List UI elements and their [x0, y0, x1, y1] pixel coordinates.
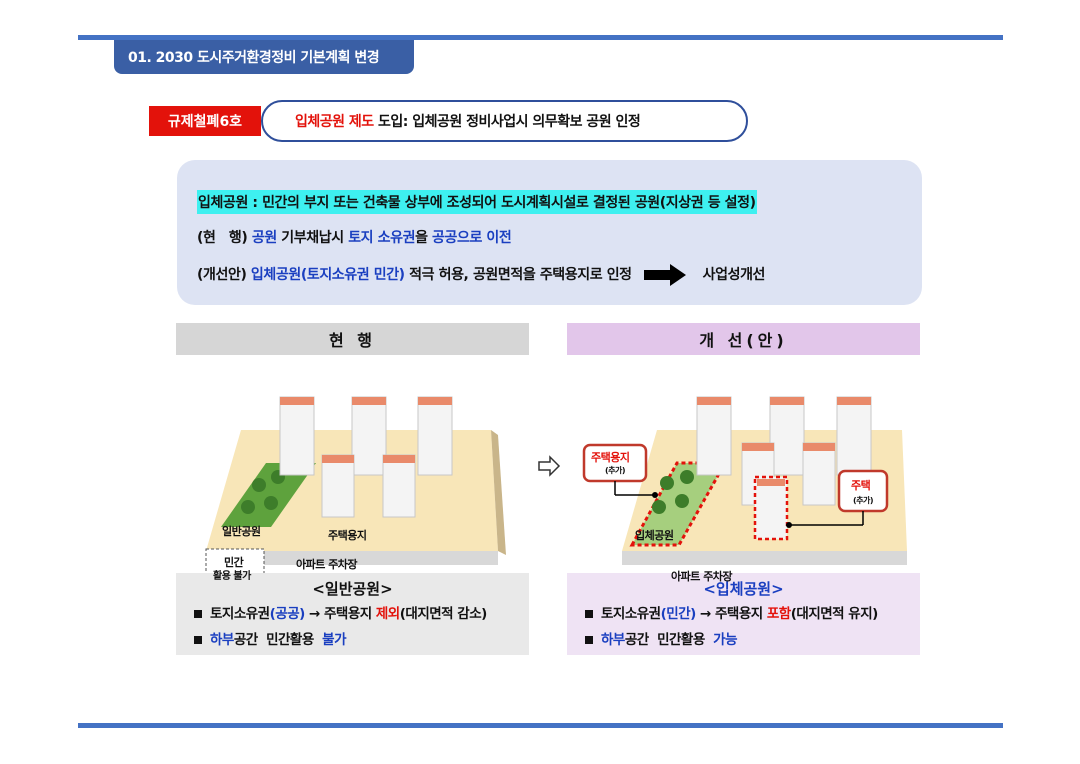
- current-line: (현 행) 공원 기부채납시 토지 소유권을 공공으로 이전: [197, 227, 512, 247]
- housing-callout-sub: (추가): [605, 466, 626, 475]
- item-text: 하부: [601, 632, 625, 648]
- current-parking-label: 아파트 주차장: [296, 558, 358, 571]
- regulation-badge: 규제철폐6호: [149, 106, 261, 136]
- item-text: 공간 민간활용: [624, 632, 714, 648]
- improved-illustration: 주택용지 (추가) 주택 (추가) 입체공원 아파트 주차장: [567, 355, 920, 583]
- current-transfer: 공공으로 이전: [432, 230, 512, 246]
- current-housing-label: 주택용지: [328, 529, 367, 542]
- improved-park: 입체공원(토지소유권 민간): [250, 267, 405, 283]
- item-text: (대지면적 감소): [399, 606, 488, 622]
- hollow-right-arrow-icon: [538, 455, 561, 477]
- improved-result: 사업성개선: [702, 267, 766, 283]
- top-rule: [78, 35, 1003, 40]
- item-text: 공간 민간활용: [233, 632, 323, 648]
- definition-line: 입체공원 : 민간의 부지 또는 건축물 상부에 조성되어 도시계획시설로 결정…: [197, 190, 757, 214]
- thick-right-arrow-icon: [644, 264, 687, 286]
- bullet-icon: [194, 636, 202, 644]
- item-text: (공공): [269, 606, 306, 622]
- item-text: → 주택용지: [695, 606, 767, 622]
- panel-improved: 개 선(안) 주택용지 (추가) 주택 (추가) 입체공원 아파트 주차장: [567, 323, 920, 655]
- current-footer-title: <일반공원>: [312, 580, 393, 598]
- bullet-icon: [585, 610, 593, 618]
- summary-box: 입체공원 : 민간의 부지 또는 건축물 상부에 조성되어 도시계획시설로 결정…: [177, 160, 922, 305]
- improved-footer-item-1: 토지소유권(민간) → 주택용지 포함(대지면적 유지): [567, 601, 920, 627]
- regulation-title-rest: 도입: 입체공원 정비사업시 의무확보 공원 인정: [373, 114, 641, 130]
- housing-callout: 주택용지: [591, 451, 630, 464]
- item-text: (민간): [660, 606, 697, 622]
- bottom-rule: [78, 723, 1003, 728]
- item-text: → 주택용지: [304, 606, 376, 622]
- item-text: (대지면적 유지): [790, 606, 879, 622]
- current-private-use-label-2: 활용 불가: [213, 571, 251, 582]
- current-site-drawing: [205, 396, 506, 573]
- current-illustration: 일반공원 주택용지 민간 활용 불가 아파트 주차장: [176, 355, 529, 582]
- item-text: 토지소유권: [601, 606, 661, 622]
- improved-label: (개선안): [197, 267, 251, 283]
- item-text: 불가: [322, 632, 347, 648]
- improved-footer-item-2: 하부공간 민간활용 가능: [567, 627, 920, 653]
- item-text: 제외: [375, 606, 400, 622]
- item-text: 포함: [766, 606, 791, 622]
- current-label: (현 행): [197, 230, 252, 246]
- item-text: 토지소유권: [210, 606, 270, 622]
- item-text: 하부: [210, 632, 234, 648]
- current-park: 공원: [251, 230, 277, 246]
- current-footer-item-1: 토지소유권(공공) → 주택용지 제외(대지면적 감소): [176, 601, 529, 627]
- current-mid: 기부채납시: [276, 230, 349, 246]
- panel-current: 현 행 일반공원 주택용지 민간 활용 불가 아파트 주차장 <일반공원> 토지…: [176, 323, 529, 655]
- improved-line: (개선안) 입체공원(토지소유권 민간) 적극 허용, 공원면적을 주택용지로 …: [197, 264, 765, 286]
- current-mid2: 을: [415, 230, 433, 246]
- bullet-icon: [585, 636, 593, 644]
- panel-improved-footer: <입체공원> 토지소유권(민간) → 주택용지 포함(대지면적 유지) 하부공간…: [567, 573, 920, 655]
- current-private-use-label: 민간: [224, 556, 244, 569]
- current-land: 토지 소유권: [348, 230, 416, 246]
- current-park-label: 일반공원: [222, 525, 261, 538]
- panel-current-footer: <일반공원> 토지소유권(공공) → 주택용지 제외(대지면적 감소) 하부공간…: [176, 573, 529, 655]
- improved-site-drawing: [582, 396, 907, 565]
- improved-rest: 적극 허용, 공원면적을 주택용지로 인정: [404, 267, 632, 283]
- house-callout: 주택: [851, 479, 871, 492]
- item-text: 가능: [713, 632, 738, 648]
- bullet-icon: [194, 610, 202, 618]
- regulation-title-highlight: 입체공원 제도: [295, 114, 374, 130]
- current-footer-item-2: 하부공간 민간활용 불가: [176, 627, 529, 653]
- panel-improved-header: 개 선(안): [567, 323, 920, 355]
- regulation-title: 입체공원 제도 도입: 입체공원 정비사업시 의무확보 공원 인정: [261, 100, 748, 142]
- panel-current-header: 현 행: [176, 323, 529, 355]
- house-callout-sub: (추가): [853, 496, 874, 505]
- improved-park-label: 입체공원: [635, 529, 674, 542]
- section-title: 01. 2030 도시주거환경정비 기본계획 변경: [114, 40, 414, 74]
- improved-footer-title: <입체공원>: [703, 580, 784, 598]
- improved-parking-label: 아파트 주차장: [671, 570, 733, 583]
